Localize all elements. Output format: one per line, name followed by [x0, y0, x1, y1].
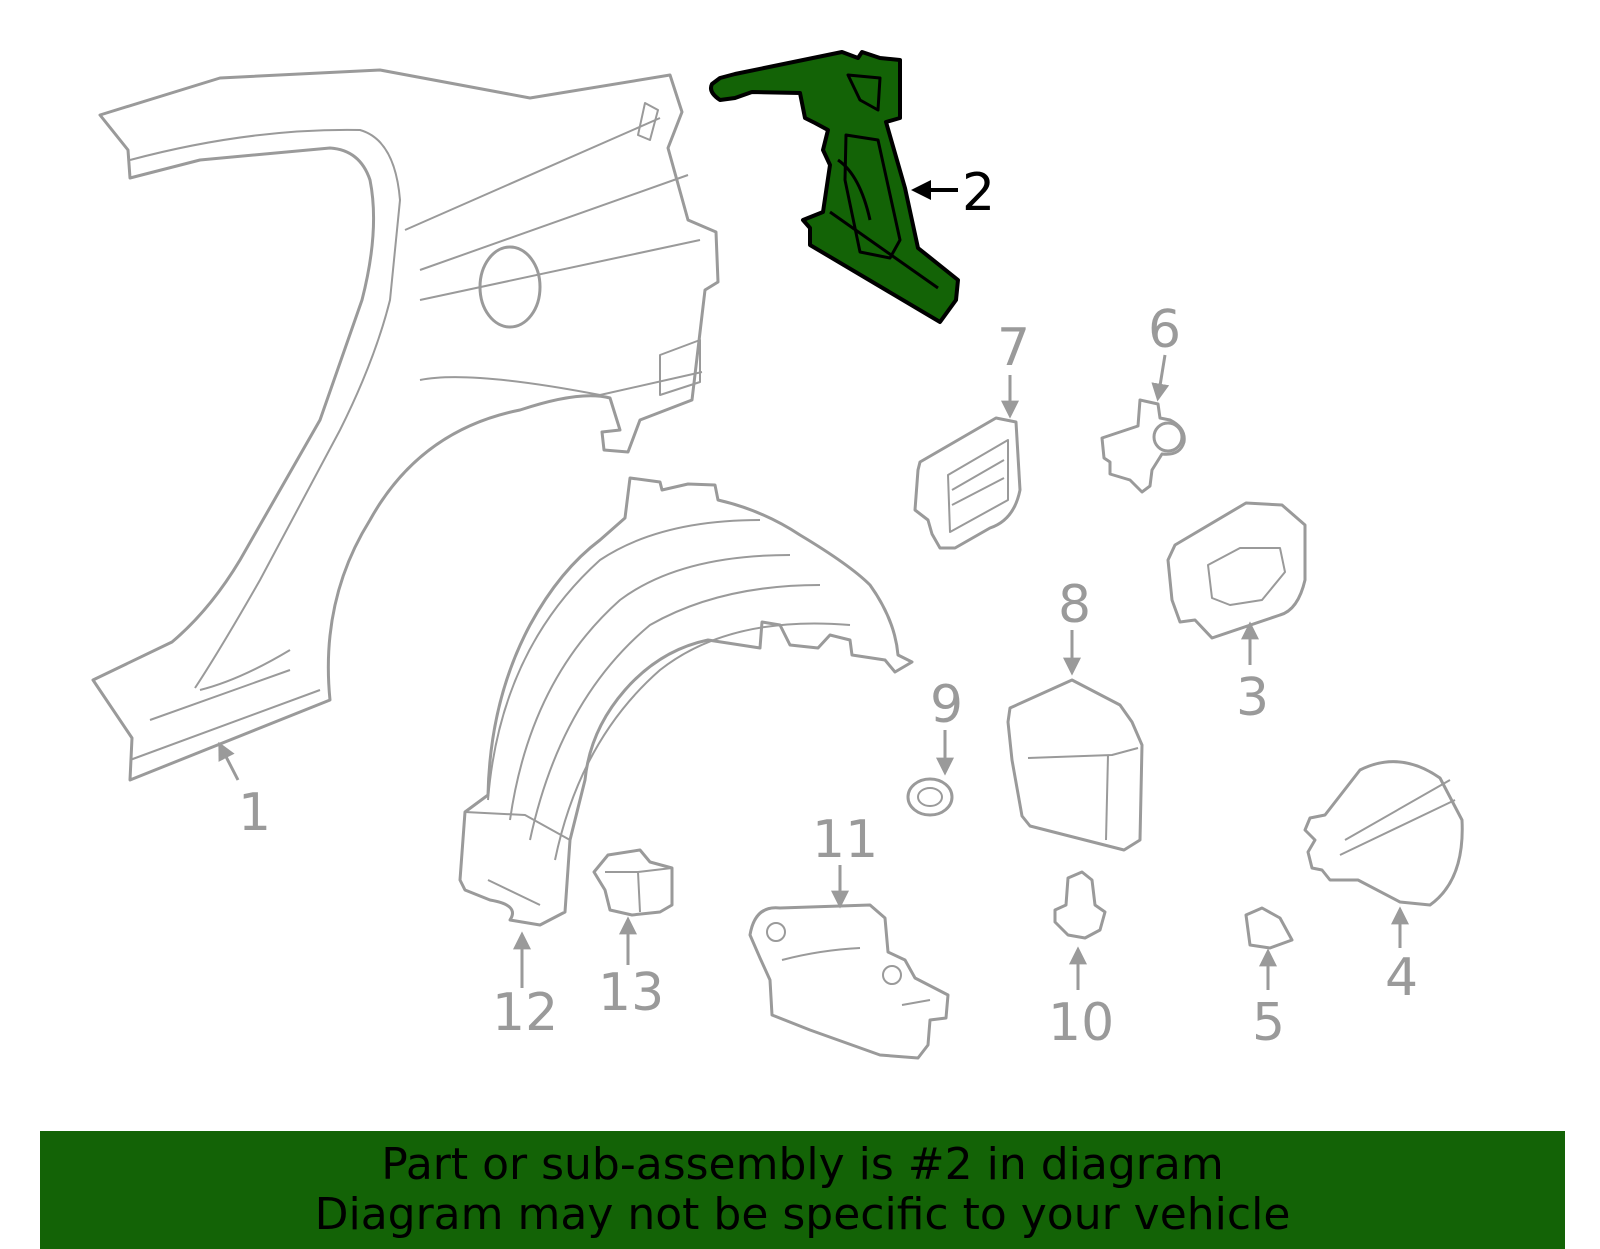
callout-9: 9: [930, 675, 963, 735]
callout-13: 13: [598, 963, 664, 1023]
part-2-highlighted-bracket: 2: [709, 50, 995, 324]
callout-10: 10: [1048, 993, 1114, 1053]
part-3-fuel-cap-seat: 3: [1166, 501, 1307, 728]
part-5-clip: 5: [1244, 906, 1294, 1053]
callout-4: 4: [1385, 948, 1418, 1008]
part-10-push-clip: 10: [1048, 870, 1114, 1053]
part-12-wheel-well-liner: 12: [458, 476, 914, 1043]
info-banner: Part or sub-assembly is #2 in diagram Di…: [40, 1131, 1565, 1249]
callout-11: 11: [812, 810, 878, 870]
part-1-quarter-panel: 1: [91, 68, 720, 843]
callout-2: 2: [962, 163, 995, 223]
banner-line-2: Diagram may not be specific to your vehi…: [314, 1189, 1291, 1240]
callout-6: 6: [1148, 300, 1181, 360]
callout-5: 5: [1252, 993, 1285, 1053]
callout-8: 8: [1058, 575, 1091, 635]
callout-12: 12: [492, 983, 558, 1043]
callout-3: 3: [1236, 668, 1269, 728]
part-6-actuator: 6: [1100, 300, 1186, 494]
part-8-fuel-inlet-box: 8: [1006, 575, 1144, 852]
callout-1: 1: [238, 783, 271, 843]
callout-7: 7: [997, 318, 1030, 378]
part-11-splash-shield: 11: [748, 810, 950, 1060]
banner-line-1: Part or sub-assembly is #2 in diagram: [381, 1139, 1224, 1190]
part-4-fuel-filler-door: 4: [1303, 760, 1464, 1008]
part-7-housing-frame: 7: [913, 318, 1030, 550]
part-13-retainer: 13: [592, 848, 674, 1023]
part-9-grommet: 9: [906, 675, 963, 817]
parts-diagram: 1 2 7 6 3 8 9: [91, 50, 1464, 1060]
